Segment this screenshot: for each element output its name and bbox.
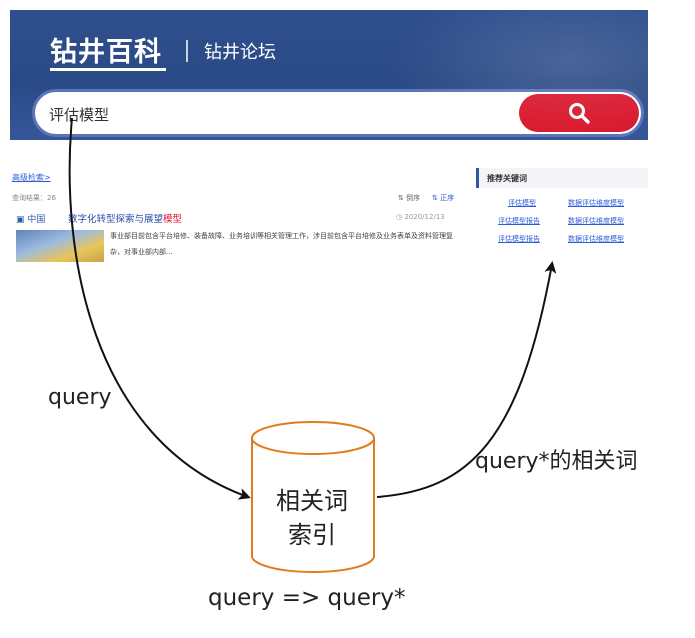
search-results-panel: 高级检索> 查询结果：26 ⇅ 倒序 ⇅ 正序 ▣ 中国 数字化转型探索与展望模… xyxy=(10,160,465,270)
query-arrow xyxy=(68,117,251,500)
result-title-highlight: 模型 xyxy=(163,214,183,225)
result-date: ◷ 2020/12/13 xyxy=(396,213,445,221)
site-header-banner: 钻井百科 钻井论坛 xyxy=(10,10,648,140)
search-input[interactable] xyxy=(49,102,429,126)
brand-logo-text[interactable]: 钻井百科 xyxy=(50,37,162,68)
keyword-link[interactable]: 评估模型报告 xyxy=(498,235,540,243)
index-cylinder xyxy=(251,421,375,573)
keyword-link[interactable]: 数据评估维度模型 xyxy=(568,217,624,225)
related-words-label: query*的相关词 xyxy=(475,449,638,474)
result-snippet: 事业部目前包含平台培修、装备故障、业务培训等相关管理工作，涉目前包含平台培修及业… xyxy=(110,232,453,256)
sort-desc-button[interactable]: ⇅ 倒序 xyxy=(398,194,421,202)
forum-link[interactable]: 钻井论坛 xyxy=(204,42,276,63)
keyword-link[interactable]: 评估模型报告 xyxy=(498,217,540,225)
recommended-keywords-panel: 推荐关键词 评估模型 数据评估维度模型 评估模型报告 数据评估维度模型 评估模型… xyxy=(476,162,648,262)
brand-underline xyxy=(50,68,166,71)
result-title-text: 数字化转型探索与展望 xyxy=(68,214,164,225)
recommended-keywords-title: 推荐关键词 xyxy=(476,168,648,188)
sort-desc-label: 倒序 xyxy=(406,194,421,202)
keyword-link[interactable]: 数据评估维度模型 xyxy=(568,199,624,207)
header-divider xyxy=(186,40,188,62)
advanced-search-link[interactable]: 高级检索> xyxy=(12,173,51,182)
result-count: 查询结果：26 xyxy=(12,194,56,202)
mapping-label: query => query* xyxy=(208,585,406,611)
result-source: ▣ 中国 xyxy=(16,212,45,225)
index-label: 相关词 索引 xyxy=(252,484,372,552)
related-words-arrow xyxy=(376,261,557,498)
result-thumbnail[interactable] xyxy=(16,230,104,262)
query-label: query xyxy=(48,385,112,410)
sort-asc-button[interactable]: ⇅ 正序 xyxy=(432,194,455,202)
result-source-label: 中国 xyxy=(27,215,46,225)
index-label-line2: 索引 xyxy=(288,521,336,549)
keyword-link[interactable]: 评估模型 xyxy=(508,199,536,207)
keyword-link[interactable]: 数据评估维度模型 xyxy=(568,235,624,243)
index-label-line1: 相关词 xyxy=(276,487,348,515)
source-logo-icon: ▣ xyxy=(16,215,25,225)
result-date-value: 2020/12/13 xyxy=(404,213,445,221)
result-title-link[interactable]: 数字化转型探索与展望模型 xyxy=(68,211,182,225)
sort-asc-label: 正序 xyxy=(440,194,455,202)
